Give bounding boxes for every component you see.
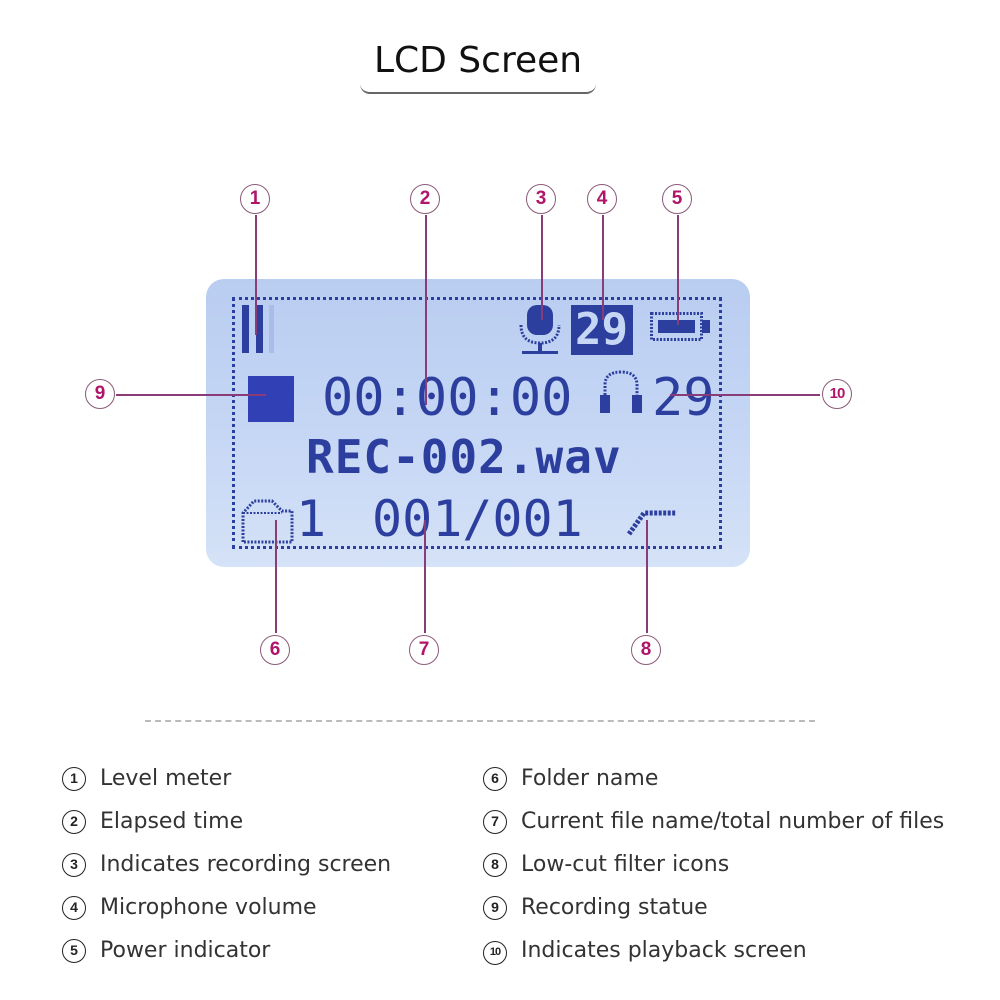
legend-label: Level meter <box>100 766 232 791</box>
callout-1: 1 <box>240 184 270 214</box>
callout-line-6 <box>275 520 277 633</box>
file-counter: 001/001 <box>372 490 583 548</box>
folder-number: 1 <box>296 490 327 548</box>
legend-left: 1 Level meter 2 Elapsed time 3 Indicates re… <box>62 757 391 972</box>
callout-line-7 <box>424 520 426 633</box>
playback-volume: 29 <box>652 368 715 428</box>
headphones-icon <box>600 370 642 413</box>
file-name: REC-002.wav <box>306 430 622 484</box>
legend-number: 7 <box>483 810 507 834</box>
legend-item: 9 Recording statue <box>483 886 944 929</box>
low-cut-filter-icon <box>626 510 676 536</box>
battery-icon <box>650 312 710 341</box>
legend-number: 4 <box>62 896 86 920</box>
callout-line-10 <box>670 394 820 396</box>
title-underline <box>360 84 596 94</box>
callout-line-4 <box>602 215 604 320</box>
callout-4: 4 <box>587 184 617 214</box>
callout-line-5 <box>677 215 679 325</box>
lcd-dotted-frame <box>232 297 722 549</box>
legend-label: Folder name <box>521 766 659 791</box>
legend-item: 2 Elapsed time <box>62 800 391 843</box>
legend-item: 5 Power indicator <box>62 929 391 972</box>
callout-6: 6 <box>260 635 290 665</box>
legend-number: 2 <box>62 810 86 834</box>
legend-label: Indicates recording screen <box>100 852 392 877</box>
callout-7: 7 <box>409 635 439 665</box>
callout-9: 9 <box>85 379 115 409</box>
legend-number: 1 <box>62 767 86 791</box>
callout-line-3 <box>541 215 543 320</box>
microphone-icon <box>519 305 561 354</box>
mic-volume-value: 29 <box>575 304 628 355</box>
callout-line-8 <box>646 520 648 633</box>
legend-item: 1 Level meter <box>62 757 391 800</box>
legend-item: 8 Low-cut filter icons <box>483 843 944 886</box>
legend-item: 4 Microphone volume <box>62 886 391 929</box>
callout-3: 3 <box>526 184 556 214</box>
legend-number: 6 <box>483 767 507 791</box>
legend-number: 9 <box>483 896 507 920</box>
callout-line-9 <box>116 394 266 396</box>
folder-icon <box>241 499 294 544</box>
callout-line-2 <box>425 215 427 405</box>
callout-8: 8 <box>631 635 661 665</box>
legend-item: 3 Indicates recording screen <box>62 843 391 886</box>
legend-item: 10 Indicates playback screen <box>483 929 944 972</box>
legend-number: 10 <box>483 941 507 965</box>
record-status-icon <box>248 376 294 422</box>
legend-label: Current file name/total number of files <box>521 809 945 834</box>
level-meter-icon <box>242 305 274 353</box>
legend-number: 8 <box>483 853 507 877</box>
elapsed-time: 00:00:00 <box>322 368 573 428</box>
legend-label: Low-cut filter icons <box>521 852 730 877</box>
legend-number: 5 <box>62 939 86 963</box>
callout-10: 10 <box>822 379 852 409</box>
page-title: LCD Screen <box>360 36 596 94</box>
callout-2: 2 <box>410 184 440 214</box>
legend-item: 7 Current file name/total number of files <box>483 800 944 843</box>
callout-5: 5 <box>662 184 692 214</box>
legend-label: Indicates playback screen <box>521 938 807 963</box>
callout-line-1 <box>255 215 257 335</box>
lcd-screen: 29 00:00:00 29 REC-002.wav 1 001/001 <box>206 279 750 567</box>
legend-label: Elapsed time <box>100 809 244 834</box>
legend-label: Microphone volume <box>100 895 317 920</box>
dashed-divider <box>145 720 815 722</box>
legend-label: Power indicator <box>100 938 271 963</box>
legend-right: 6 Folder name 7 Current file name/total nu… <box>483 757 944 972</box>
legend-label: Recording statue <box>521 895 708 920</box>
legend-number: 3 <box>62 853 86 877</box>
title-text: LCD Screen <box>373 40 583 81</box>
legend-item: 6 Folder name <box>483 757 944 800</box>
